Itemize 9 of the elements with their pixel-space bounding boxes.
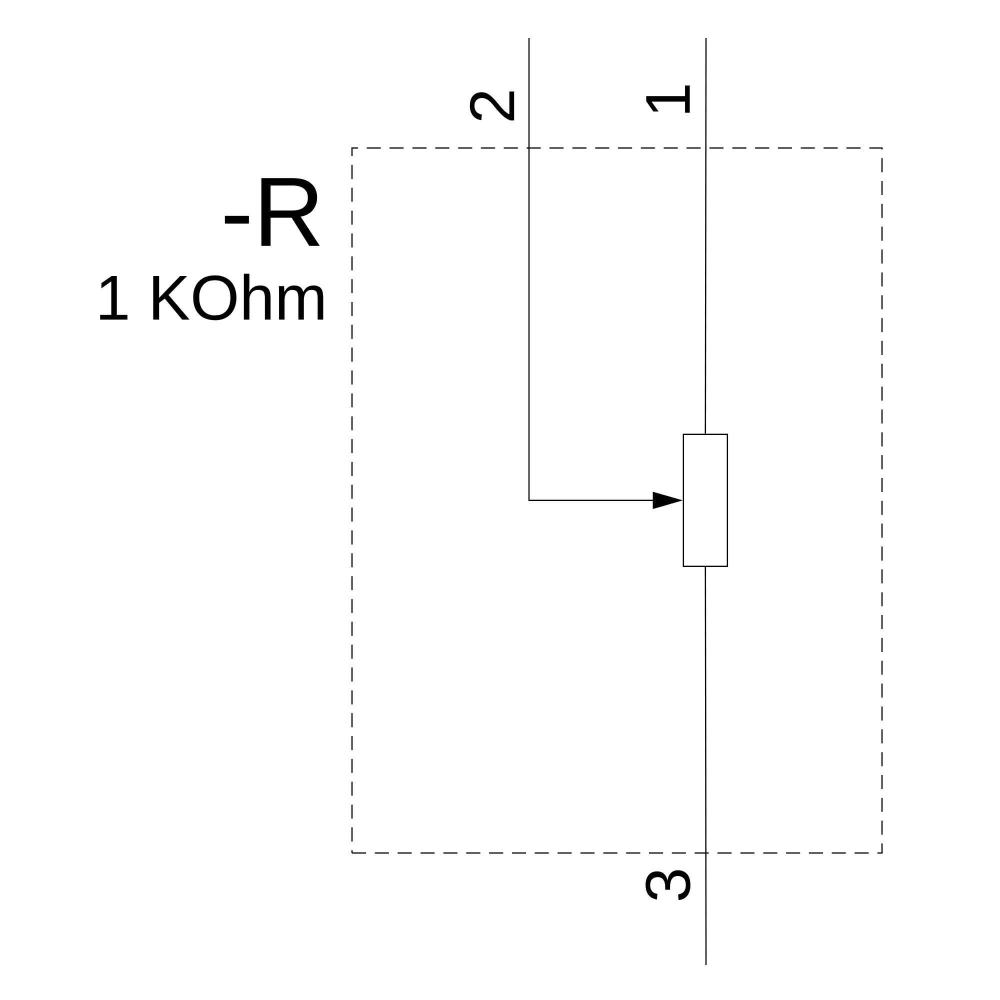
wire: [704, 567, 707, 966]
pin-number: 3: [646, 870, 690, 900]
wire: [704, 38, 707, 434]
resistor-symbol: [682, 434, 728, 567]
pin-number: 2: [470, 92, 514, 120]
device-label: -R: [224, 178, 320, 246]
pin-number: 1: [646, 86, 690, 113]
device-outline: [351, 147, 883, 854]
value-label: 1 KOhm: [100, 274, 324, 320]
